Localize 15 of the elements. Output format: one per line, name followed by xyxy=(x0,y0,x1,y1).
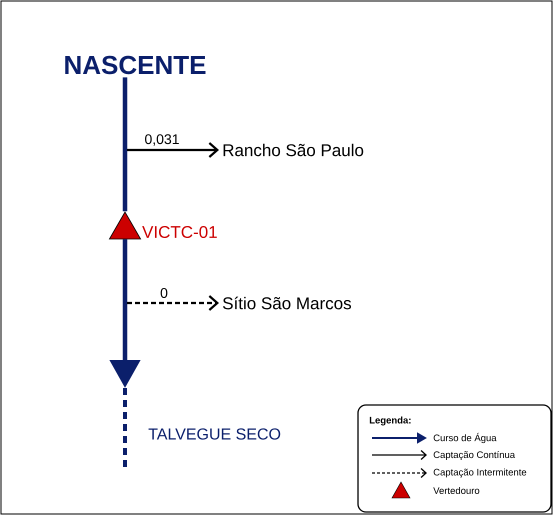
legend-text: Captação Intermitente xyxy=(434,468,526,478)
legend-title: Legenda: xyxy=(370,416,411,426)
river-line xyxy=(122,77,128,212)
legend-text: Curso de Água xyxy=(434,432,497,444)
dry-channel-label: TALVEGUE SECO xyxy=(148,428,280,440)
legend-text: Captação Contínua xyxy=(434,451,516,460)
legend-text: Vertedouro xyxy=(433,487,480,494)
flow-value: 0,031 xyxy=(145,134,179,146)
intake-arrow xyxy=(127,295,219,311)
source-label: NASCENTE xyxy=(65,56,206,74)
flow-value: 0 xyxy=(160,288,168,298)
destination-label: Sítio São Marcos xyxy=(222,296,352,310)
intake-arrow xyxy=(127,142,219,158)
destination-label: Rancho São Paulo xyxy=(224,144,364,156)
weir-label: VICTC-01 xyxy=(142,226,217,238)
